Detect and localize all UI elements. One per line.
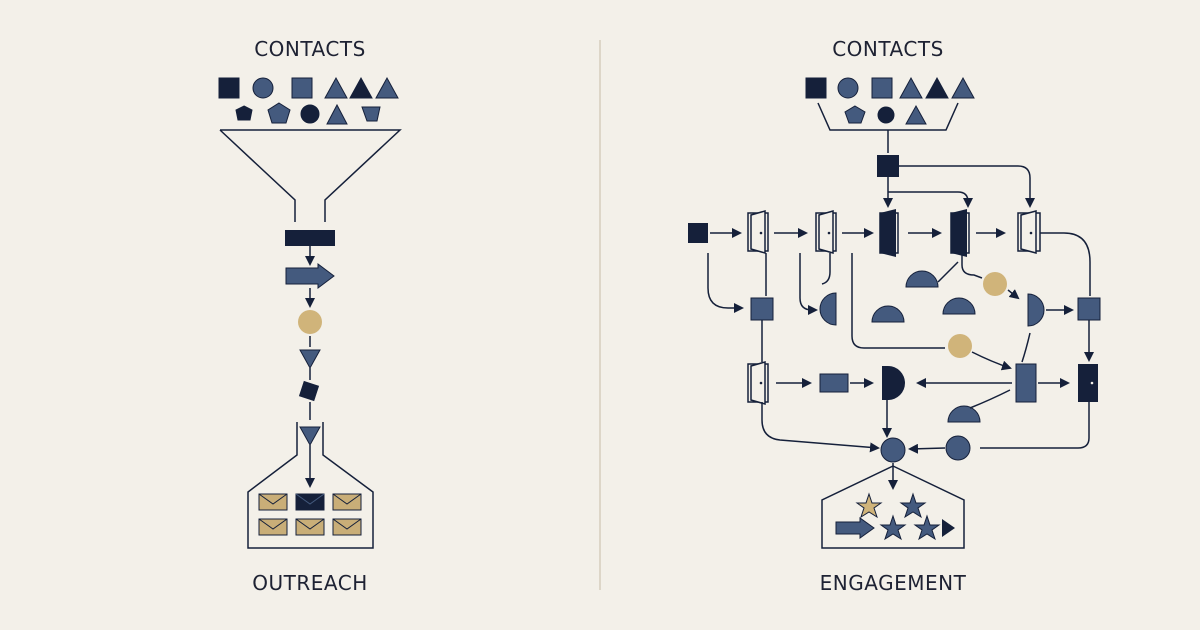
right-panel-engagement: CONTACTS	[688, 37, 1101, 595]
merge-node	[882, 366, 905, 400]
pipeline-triangle	[299, 349, 321, 370]
left-contact-shapes	[218, 76, 399, 125]
engagement-output-container	[821, 465, 965, 549]
process-node	[1077, 297, 1101, 321]
envelope-icon	[295, 493, 325, 511]
process-node	[819, 373, 849, 393]
gold-node	[948, 334, 972, 358]
contact-triangle	[375, 76, 399, 99]
gold-node	[983, 272, 1007, 296]
play-triangle-icon	[942, 519, 955, 537]
envelope-icon	[332, 518, 362, 536]
contact-triangle	[899, 76, 923, 99]
left-panel-outreach: CONTACTS	[218, 37, 402, 595]
right-contact-shapes	[805, 76, 975, 125]
half-circle-node	[819, 292, 837, 326]
door-icon	[747, 210, 769, 254]
entry-node	[877, 155, 899, 177]
contact-triangle	[326, 103, 348, 125]
contact-circle	[300, 104, 320, 124]
pipeline-bar	[285, 230, 335, 246]
pipeline-arrow-shape	[285, 263, 335, 289]
door-icon	[815, 210, 837, 254]
envelope-icon	[258, 493, 288, 511]
door-icon-dark	[1078, 364, 1098, 402]
feeder-node	[945, 435, 971, 461]
door-icon	[747, 361, 769, 405]
envelope-icon	[258, 518, 288, 536]
hub-node	[880, 437, 906, 463]
pipeline-triangle	[299, 426, 321, 447]
contact-circle	[252, 77, 274, 99]
envelope-icon	[295, 518, 325, 536]
contact-triangle	[951, 76, 975, 99]
source-node	[688, 223, 708, 243]
door-icon-dark	[879, 209, 899, 257]
contact-pentagon	[235, 105, 253, 121]
network-connector	[908, 443, 946, 454]
arrow-shape-icon	[835, 517, 875, 539]
network-connector	[969, 389, 1011, 409]
outreach-inbox-container	[247, 422, 374, 549]
pipeline-tilted-square	[298, 380, 320, 402]
network-connector	[1040, 232, 1091, 296]
half-circle-node	[1027, 293, 1045, 327]
half-circle-node	[871, 305, 905, 323]
contact-triangle	[905, 104, 927, 125]
star-icon	[879, 514, 907, 541]
half-circle-node	[905, 270, 939, 288]
contact-triangle	[925, 76, 949, 99]
contact-square	[291, 77, 313, 99]
right-bottom-label: ENGAGEMENT	[820, 571, 967, 595]
network-connector	[899, 165, 1035, 208]
network-connector	[980, 402, 1090, 449]
network-connector	[761, 402, 880, 453]
contact-pentagon	[267, 102, 291, 124]
half-circle-node	[947, 405, 981, 423]
contact-triangle	[324, 76, 348, 99]
contact-pentagon	[844, 105, 866, 124]
contact-square	[218, 77, 240, 99]
half-circle-node	[942, 297, 976, 315]
star-icon	[855, 492, 883, 519]
network-connector	[1007, 289, 1020, 300]
contact-square	[805, 77, 827, 99]
right-top-label: CONTACTS	[832, 37, 944, 61]
network-connector	[971, 351, 1012, 371]
contact-triangle	[349, 76, 373, 99]
door-icon	[1017, 210, 1041, 254]
network-connector	[937, 261, 959, 283]
star-icon	[913, 514, 941, 541]
network-connector	[888, 191, 973, 208]
outreach-funnel	[219, 129, 402, 222]
network-connector	[851, 253, 945, 349]
envelope-icon	[332, 493, 362, 511]
contact-square	[871, 77, 893, 99]
door-icon-dark	[950, 209, 970, 257]
network-connector	[821, 253, 831, 285]
network-connector	[1021, 332, 1031, 363]
left-top-label: CONTACTS	[254, 37, 366, 61]
contact-pentagon	[361, 106, 381, 122]
pipeline-gold-dot	[298, 310, 322, 334]
process-node	[1015, 363, 1037, 403]
left-bottom-label: OUTREACH	[252, 571, 367, 595]
contact-circle	[837, 77, 859, 99]
contact-circle	[877, 106, 895, 124]
envelope-grid	[258, 493, 362, 536]
process-node	[750, 297, 774, 321]
star-icon	[899, 492, 927, 519]
network-connector	[799, 253, 818, 315]
network-connector	[961, 253, 983, 279]
network-connector	[707, 253, 744, 313]
